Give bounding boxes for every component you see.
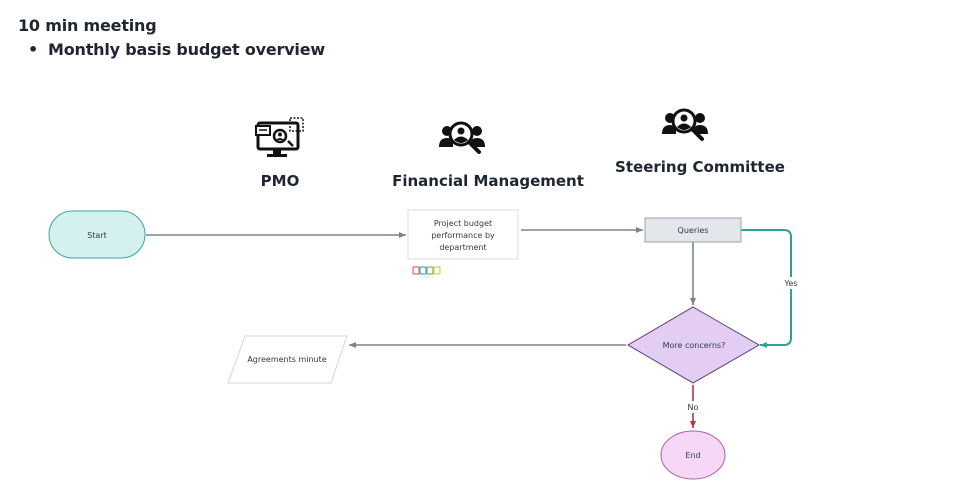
agenda-bullet: • Monthly basis budget overview — [28, 40, 325, 59]
people-search-icon — [439, 121, 485, 155]
node-project-budget[interactable]: Project budget performance by department — [407, 209, 519, 260]
node-start-label: Start — [87, 231, 107, 240]
app-tiles-icon[interactable] — [412, 266, 441, 278]
node-project-budget-line-3: department — [439, 243, 486, 252]
computer-user-icon — [255, 117, 305, 159]
agenda-item-text: Monthly basis budget overview — [48, 40, 325, 59]
node-queries[interactable]: Queries — [644, 217, 742, 243]
edge-label-no: No — [688, 403, 699, 412]
people-search-icon — [662, 108, 708, 142]
edge-label-yes: Yes — [784, 279, 798, 288]
lane-label-steering-committee: Steering Committee — [615, 158, 785, 176]
node-more-concerns-label: More concerns? — [663, 341, 726, 350]
node-start[interactable]: Start — [48, 210, 146, 259]
lane-label-financial-management: Financial Management — [392, 172, 584, 190]
edge-yes-label-bg — [782, 277, 800, 289]
node-agreements-minute[interactable]: Agreements minute — [227, 335, 348, 384]
lane-label-pmo: PMO — [260, 172, 300, 190]
node-end-label: End — [685, 451, 700, 460]
edge-no-label-bg — [684, 401, 702, 413]
bullet-dot: • — [28, 40, 39, 59]
meeting-title: 10 min meeting — [18, 16, 157, 35]
node-end[interactable]: End — [660, 430, 726, 480]
node-project-budget-line-2: performance by — [431, 231, 495, 240]
node-more-concerns[interactable]: More concerns? — [627, 306, 761, 384]
node-queries-label: Queries — [678, 226, 709, 235]
node-project-budget-line-1: Project budget — [434, 219, 492, 228]
node-agreements-label: Agreements minute — [247, 355, 326, 364]
